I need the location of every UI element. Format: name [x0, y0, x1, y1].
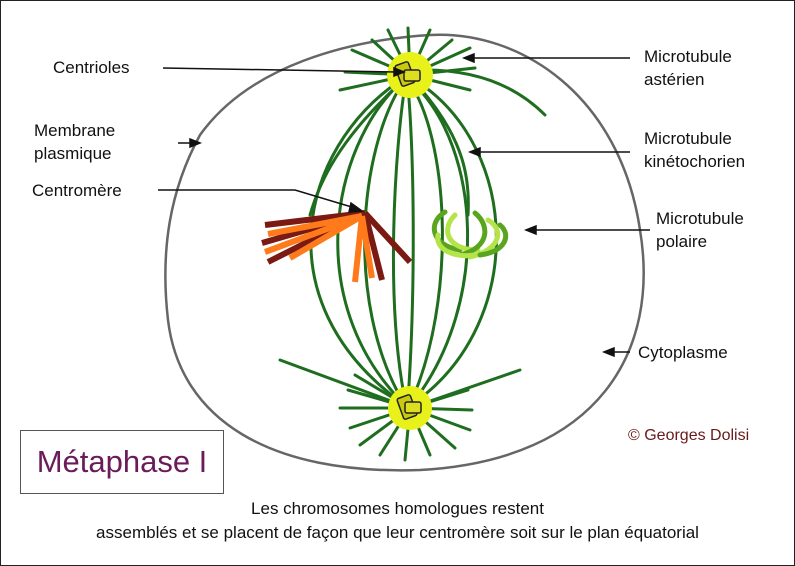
label-membrane-line1: Membrane	[34, 120, 115, 142]
label-kineto-line2: kinétochorien	[644, 151, 745, 173]
label-centrioles: Centrioles	[53, 57, 130, 79]
caption-line1: Les chromosomes homologues restent	[0, 497, 795, 521]
label-cytoplasme: Cytoplasme	[638, 342, 728, 364]
caption: Les chromosomes homologues restent assem…	[0, 497, 795, 545]
title-box: Métaphase I	[20, 430, 224, 494]
label-polaire-line1: Microtubule	[656, 208, 744, 230]
label-asterien-line1: Microtubule	[644, 46, 732, 68]
label-membrane-line2: plasmique	[34, 143, 112, 165]
label-polaire-line2: polaire	[656, 231, 707, 253]
label-asterien-line2: astérien	[644, 69, 704, 91]
label-kineto-line1: Microtubule	[644, 128, 732, 150]
centrosome-bottom	[388, 386, 432, 430]
chromosome-pair-left	[262, 213, 410, 282]
caption-line2: assemblés et se placent de façon que leu…	[0, 521, 795, 545]
diagram-title: Métaphase I	[37, 444, 208, 480]
label-centromere: Centromère	[32, 180, 122, 202]
copyright-notice: © Georges Dolisi	[628, 427, 749, 445]
